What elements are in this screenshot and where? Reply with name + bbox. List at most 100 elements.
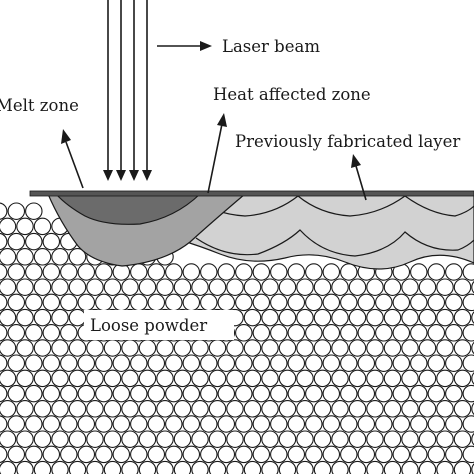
- loose-powder-label: Loose powder: [90, 316, 207, 335]
- powder-particle: [33, 369, 52, 388]
- powder-particle: [392, 415, 411, 433]
- powder-particle: [156, 460, 174, 474]
- powder-particle: [287, 354, 306, 372]
- powder-particle: [95, 415, 113, 433]
- powder-particle: [0, 278, 17, 296]
- powder-particle: [261, 460, 279, 474]
- powder-particle: [173, 278, 192, 296]
- powder-particle: [200, 445, 218, 464]
- powder-particle: [95, 445, 113, 464]
- powder-particle: [173, 460, 192, 474]
- powder-particle: [357, 293, 376, 312]
- powder-particle: [51, 430, 69, 448]
- powder-particle: [243, 339, 262, 357]
- powder-particle: [331, 400, 349, 418]
- powder-particle: [445, 354, 463, 372]
- powder-particle: [173, 369, 192, 388]
- powder-particle: [427, 384, 446, 403]
- powder-particle: [235, 263, 253, 281]
- powder-particle: [296, 339, 314, 357]
- powder-particle: [138, 339, 157, 357]
- powder-particle: [322, 293, 341, 312]
- heat-affected-zone-pointer-arrowhead-icon: [217, 113, 227, 127]
- powder-particle: [252, 445, 271, 464]
- powder-particle: [0, 308, 17, 327]
- powder-particle: [331, 369, 349, 388]
- powder-particle: [383, 339, 402, 357]
- powder-particle: [165, 415, 183, 433]
- powder-particle: [25, 445, 43, 464]
- powder-particle: [366, 369, 384, 388]
- powder-particle: [287, 445, 306, 464]
- powder-particle: [60, 384, 78, 403]
- powder-particle: [95, 293, 113, 312]
- powder-particle: [191, 430, 209, 448]
- powder-particle: [278, 430, 297, 448]
- powder-particle: [130, 384, 148, 403]
- powder-particle: [77, 263, 96, 281]
- powder-particle: [366, 308, 384, 327]
- powder-particle: [261, 278, 279, 296]
- powder-particle: [313, 339, 332, 357]
- powder-particle: [191, 460, 209, 474]
- powder-particle: [77, 354, 96, 372]
- powder-particle: [0, 354, 8, 372]
- powder-particle: [86, 369, 104, 388]
- powder-particle: [366, 278, 384, 296]
- powder-particle: [348, 400, 367, 418]
- powder-particle: [208, 430, 227, 448]
- powder-particle: [305, 293, 323, 312]
- powder-particle: [103, 400, 122, 418]
- melt-zone-pointer-arrowhead-icon: [61, 129, 71, 144]
- powder-particle: [112, 415, 131, 433]
- powder-particle: [383, 430, 402, 448]
- powder-particle: [331, 308, 349, 327]
- powder-particle: [401, 400, 419, 418]
- powder-particle: [348, 460, 367, 474]
- powder-particle: [226, 278, 244, 296]
- powder-particle: [25, 415, 43, 433]
- powder-particle: [270, 384, 288, 403]
- powder-particle: [130, 263, 148, 281]
- powder-particle: [68, 400, 87, 418]
- powder-particle: [103, 339, 122, 357]
- powder-particle: [453, 339, 472, 357]
- powder-particle: [453, 460, 472, 474]
- powder-particle: [130, 293, 148, 312]
- powder-particle: [427, 354, 446, 372]
- powder-particle: [375, 384, 393, 403]
- powder-particle: [60, 445, 78, 464]
- powder-particle: [462, 263, 474, 281]
- powder-particle: [208, 400, 227, 418]
- powder-particle: [7, 384, 26, 403]
- powder-particle: [462, 293, 474, 312]
- powder-particle: [0, 217, 17, 236]
- powder-particle: [243, 308, 262, 327]
- powder-particle: [86, 400, 104, 418]
- powder-particle: [418, 400, 437, 418]
- powder-particle: [235, 415, 253, 433]
- powder-particle: [348, 278, 367, 296]
- powder-particle: [366, 430, 384, 448]
- powder-particle: [173, 430, 192, 448]
- powder-particle: [357, 415, 376, 433]
- powder-particle: [42, 415, 61, 433]
- powder-particle: [68, 248, 87, 266]
- powder-particle: [60, 415, 78, 433]
- powder-particle: [86, 339, 104, 357]
- powder-particle: [418, 369, 437, 388]
- powder-particle: [95, 263, 113, 281]
- powder-particle: [453, 400, 472, 418]
- powder-particle: [217, 415, 236, 433]
- previously-fabricated-layer-region: [179, 193, 474, 270]
- powder-particle: [200, 415, 218, 433]
- powder-particle: [296, 278, 314, 296]
- powder-particle: [208, 369, 227, 388]
- powder-particle: [410, 263, 428, 281]
- powder-particle: [445, 324, 463, 342]
- powder-particle: [0, 460, 17, 474]
- powder-particle: [462, 415, 474, 433]
- powder-particle: [182, 415, 201, 433]
- powder-particle: [383, 400, 402, 418]
- powder-particle: [147, 354, 166, 372]
